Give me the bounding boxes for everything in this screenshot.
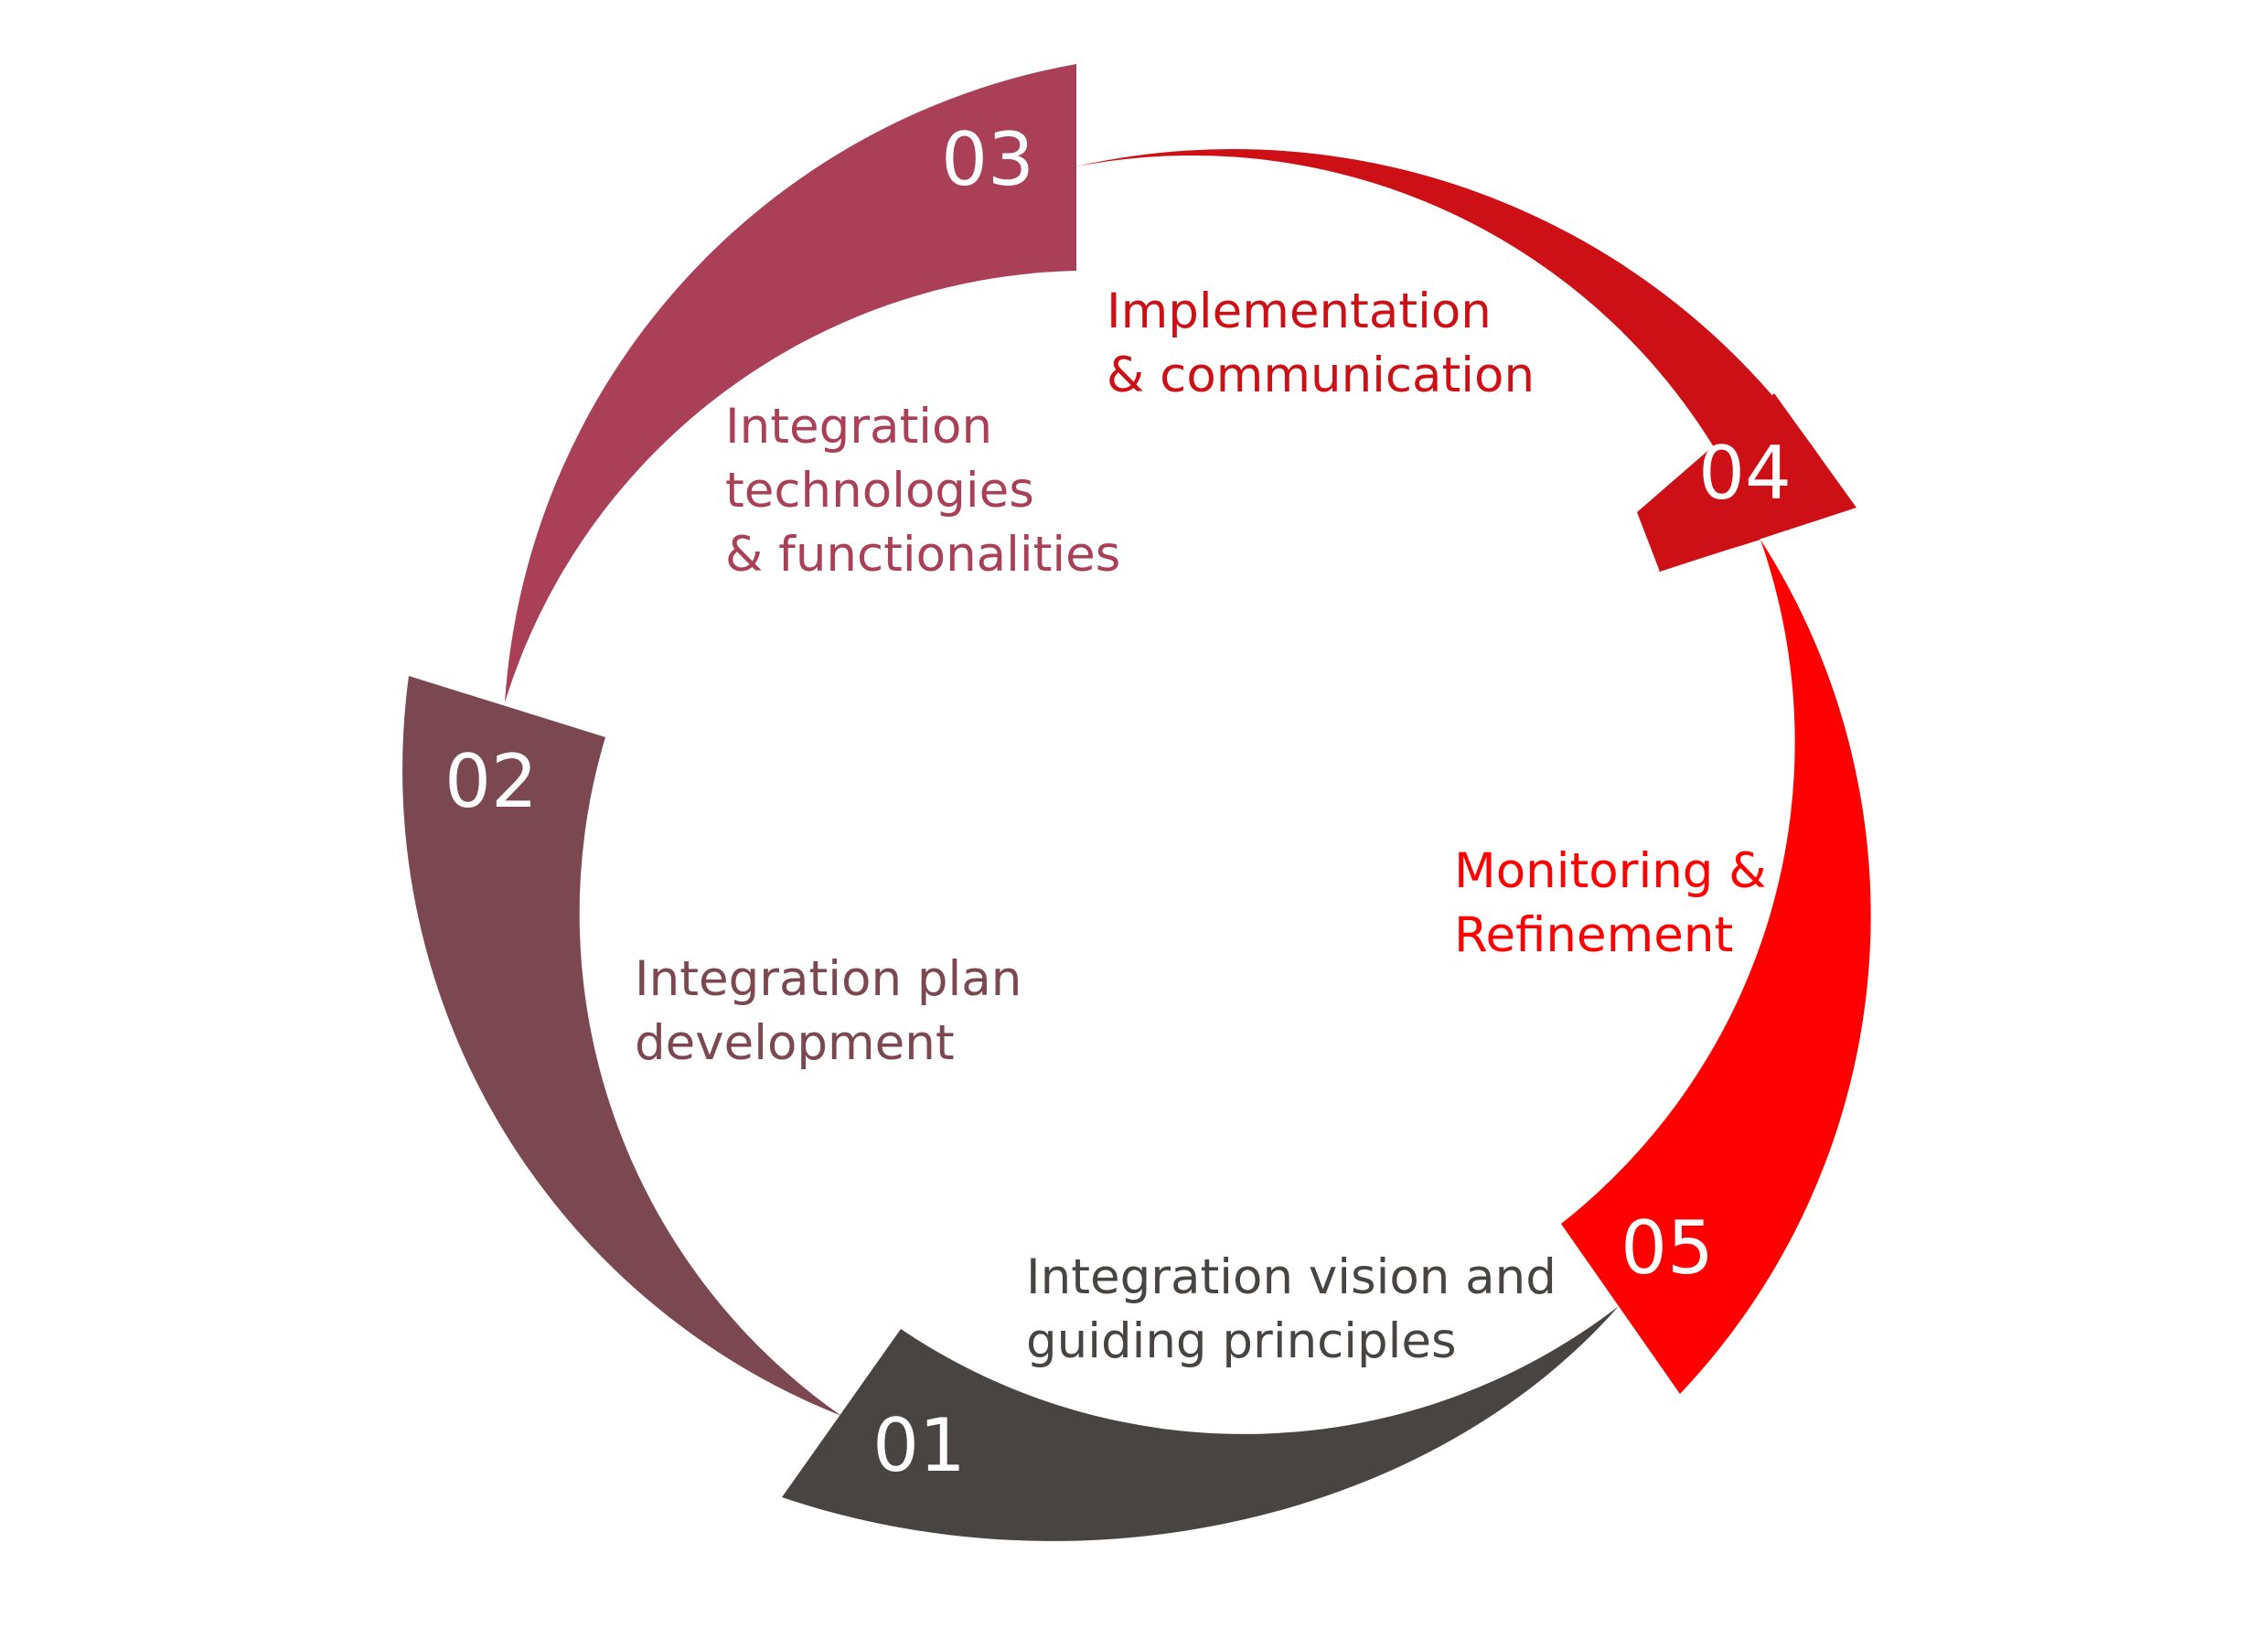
step-label-05: Monitoring & Refinement — [1454, 843, 1767, 963]
segment-02 — [402, 676, 841, 1416]
segment-04 — [1076, 148, 1852, 572]
step-number-03: 03 — [941, 117, 1034, 202]
segment-03 — [505, 64, 1076, 702]
step-number-04: 04 — [1698, 431, 1792, 516]
segment-01 — [782, 1306, 1619, 1541]
segment-04-tail — [1637, 393, 1856, 572]
step-label-02: Integration plan development — [635, 951, 1022, 1071]
step-number-01: 01 — [872, 1403, 966, 1488]
step-number-05: 05 — [1621, 1205, 1714, 1291]
segment-05 — [1561, 540, 1871, 1394]
step-label-04: Implementation & communication — [1107, 284, 1535, 403]
step-label-01: Integration vision and guiding principle… — [1026, 1249, 1557, 1369]
step-label-03: Integration technologies & functionaliti… — [725, 399, 1121, 583]
step-number-02: 02 — [444, 739, 538, 824]
